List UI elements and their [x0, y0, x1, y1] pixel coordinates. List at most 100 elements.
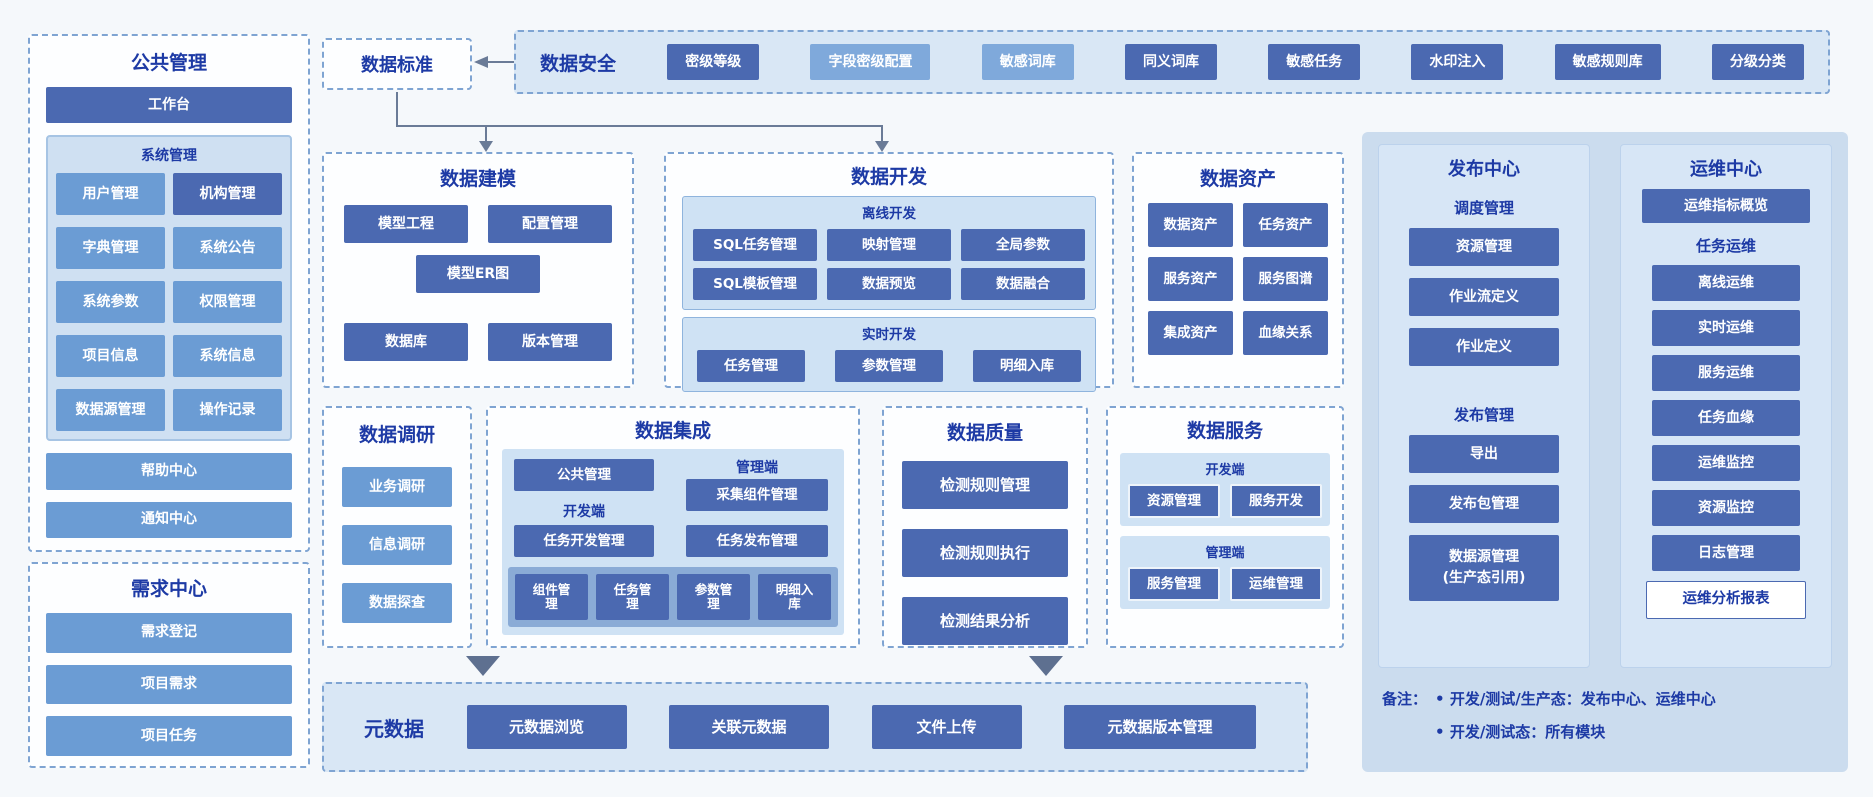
project-demand-button[interactable]: 项目需求	[46, 664, 292, 705]
model-project-button[interactable]: 模型工程	[344, 205, 468, 243]
system-params-button[interactable]: 系统参数	[56, 281, 165, 324]
workflow-def-button[interactable]: 作业流定义	[1409, 278, 1559, 316]
version-mgmt-button[interactable]: 版本管理	[488, 323, 612, 361]
public-mgmt-panel: 公共管理 工作台 系统管理 用户管理 机构管理 字典管理 系统公告 系统参数 权…	[28, 34, 310, 552]
lineage-button[interactable]: 血缘关系	[1243, 311, 1328, 355]
file-upload-button[interactable]: 文件上传	[871, 705, 1022, 749]
system-notice-button[interactable]: 系统公告	[173, 227, 282, 270]
rt-task-mgmt-button[interactable]: 任务管理	[697, 350, 805, 382]
project-task-button[interactable]: 项目任务	[46, 716, 292, 757]
ops-monitor-button[interactable]: 运维监控	[1652, 445, 1800, 481]
help-center-button[interactable]: 帮助中心	[46, 453, 292, 490]
data-assets-title: 数据资产	[1199, 168, 1276, 190]
export-button[interactable]: 导出	[1409, 435, 1559, 473]
metadata-browse-button[interactable]: 元数据浏览	[466, 705, 627, 749]
business-research-button[interactable]: 业务调研	[342, 467, 452, 507]
service-asset-button[interactable]: 服务资产	[1148, 257, 1233, 301]
database-button[interactable]: 数据库	[344, 323, 468, 361]
prod-datasource-mgmt-button[interactable]: 数据源管理 (生产态引用)	[1409, 535, 1559, 601]
int-public-mgmt-button[interactable]: 公共管理	[514, 459, 654, 491]
rt-detail-load-button[interactable]: 明细入库	[973, 350, 1081, 382]
config-mgmt-button[interactable]: 配置管理	[488, 205, 612, 243]
workbench-button[interactable]: 工作台	[46, 87, 292, 124]
org-mgmt-button[interactable]: 机构管理	[173, 173, 282, 216]
modeling-row-1: 模型工程 配置管理	[324, 205, 632, 243]
sql-task-mgmt-button[interactable]: SQL任务管理	[693, 229, 817, 261]
data-modeling-title: 数据建模	[439, 168, 516, 190]
integration-asset-button[interactable]: 集成资产	[1148, 311, 1233, 355]
data-development-panel: 数据开发 离线开发 SQL任务管理 映射管理 全局参数 SQL模板管理 数据预览…	[664, 152, 1114, 392]
sql-template-mgmt-button[interactable]: SQL模板管理	[693, 268, 817, 300]
security-item-7-button[interactable]: 分级分类	[1711, 44, 1804, 80]
offline-dev-title: 离线开发	[862, 206, 916, 222]
log-mgmt-button[interactable]: 日志管理	[1652, 535, 1800, 571]
data-security-title: 数据安全	[540, 52, 617, 75]
user-mgmt-button[interactable]: 用户管理	[56, 173, 165, 216]
rt-param-mgmt-button[interactable]: 参数管理	[835, 350, 943, 382]
demand-register-button[interactable]: 需求登记	[46, 613, 292, 653]
task-lineage-button[interactable]: 任务血缘	[1652, 400, 1800, 436]
rule-exec-button[interactable]: 检测规则执行	[902, 529, 1068, 577]
data-development-title: 数据开发	[850, 166, 927, 188]
data-asset-button[interactable]: 数据资产	[1148, 203, 1233, 247]
svc-ops-mgmt-button[interactable]: 运维管理	[1230, 567, 1322, 601]
int-component-mgmt-button[interactable]: 组件管理	[515, 574, 588, 620]
data-explore-button[interactable]: 数据探查	[342, 583, 452, 623]
int-param-mgmt-button[interactable]: 参数管理	[677, 574, 750, 620]
int-task-mgmt-button[interactable]: 任务管理	[596, 574, 669, 620]
int-detail-load-button[interactable]: 明细入库	[758, 574, 831, 620]
int-task-publish-button[interactable]: 任务发布管理	[686, 525, 828, 557]
research-column: 业务调研 信息调研 数据探查	[342, 467, 452, 623]
data-standard-title: 数据标准	[361, 55, 433, 76]
service-ops-button[interactable]: 服务运维	[1652, 355, 1800, 391]
int-task-dev-button[interactable]: 任务开发管理	[514, 525, 654, 557]
info-research-button[interactable]: 信息调研	[342, 525, 452, 565]
dict-mgmt-button[interactable]: 字典管理	[56, 227, 165, 270]
metadata-version-button[interactable]: 元数据版本管理	[1064, 705, 1256, 749]
svc-resource-mgmt-button[interactable]: 资源管理	[1128, 484, 1220, 518]
svc-service-mgmt-button[interactable]: 服务管理	[1128, 567, 1220, 601]
int-collect-component-button[interactable]: 采集组件管理	[686, 479, 828, 511]
services-dev-group: 开发端 资源管理 服务开发	[1120, 453, 1330, 526]
data-fusion-button[interactable]: 数据融合	[961, 268, 1085, 300]
mapping-mgmt-button[interactable]: 映射管理	[827, 229, 951, 261]
metadata-relation-button[interactable]: 关联元数据	[669, 705, 829, 749]
ops-report-button[interactable]: 运维分析报表	[1646, 581, 1806, 619]
offline-row-2: SQL模板管理 数据预览 数据融合	[693, 268, 1085, 300]
ops-center-title: 运维中心	[1690, 159, 1762, 180]
realtime-ops-button[interactable]: 实时运维	[1652, 310, 1800, 346]
metadata-panel: 元数据 元数据浏览 关联元数据 文件上传 元数据版本管理	[322, 682, 1308, 772]
data-security-panel: 数据安全 密级等级 字段密级配置 敏感词库 同义词库 敏感任务 水印注入 敏感规…	[514, 30, 1830, 94]
system-mgmt-title: 系统管理	[141, 148, 197, 165]
security-item-4-button[interactable]: 敏感任务	[1268, 44, 1361, 80]
operation-log-button[interactable]: 操作记录	[173, 389, 282, 432]
data-assets-panel: 数据资产 数据资产 任务资产 服务资产 服务图谱 集成资产 血缘关系	[1132, 152, 1344, 388]
model-er-diagram-button[interactable]: 模型ER图	[416, 255, 540, 293]
rule-mgmt-button[interactable]: 检测规则管理	[902, 461, 1068, 509]
package-mgmt-button[interactable]: 发布包管理	[1409, 485, 1559, 523]
datasource-mgmt-button[interactable]: 数据源管理	[56, 389, 165, 432]
data-standard-panel: 数据标准	[322, 38, 472, 90]
security-item-0-button[interactable]: 密级等级	[667, 44, 760, 80]
task-asset-button[interactable]: 任务资产	[1243, 203, 1328, 247]
ops-overview-button[interactable]: 运维指标概览	[1642, 189, 1810, 223]
global-params-button[interactable]: 全局参数	[961, 229, 1085, 261]
security-item-1-button[interactable]: 字段密级配置	[810, 44, 931, 80]
result-analysis-button[interactable]: 检测结果分析	[902, 597, 1068, 645]
svc-service-dev-button[interactable]: 服务开发	[1230, 484, 1322, 518]
job-def-button[interactable]: 作业定义	[1409, 328, 1559, 366]
sched-resource-mgmt-button[interactable]: 资源管理	[1409, 228, 1559, 266]
permission-mgmt-button[interactable]: 权限管理	[173, 281, 282, 324]
notice-center-button[interactable]: 通知中心	[46, 501, 292, 538]
security-item-3-button[interactable]: 同义词库	[1124, 44, 1217, 80]
security-item-5-button[interactable]: 水印注入	[1411, 44, 1504, 80]
offline-ops-button[interactable]: 离线运维	[1652, 265, 1800, 301]
service-graph-button[interactable]: 服务图谱	[1243, 257, 1328, 301]
security-item-6-button[interactable]: 敏感规则库	[1554, 44, 1661, 80]
system-info-button[interactable]: 系统信息	[173, 335, 282, 378]
data-preview-button[interactable]: 数据预览	[827, 268, 951, 300]
resource-monitor-button[interactable]: 资源监控	[1652, 490, 1800, 526]
security-item-2-button[interactable]: 敏感词库	[981, 44, 1074, 80]
project-info-button[interactable]: 项目信息	[56, 335, 165, 378]
data-services-title: 数据服务	[1186, 420, 1263, 442]
